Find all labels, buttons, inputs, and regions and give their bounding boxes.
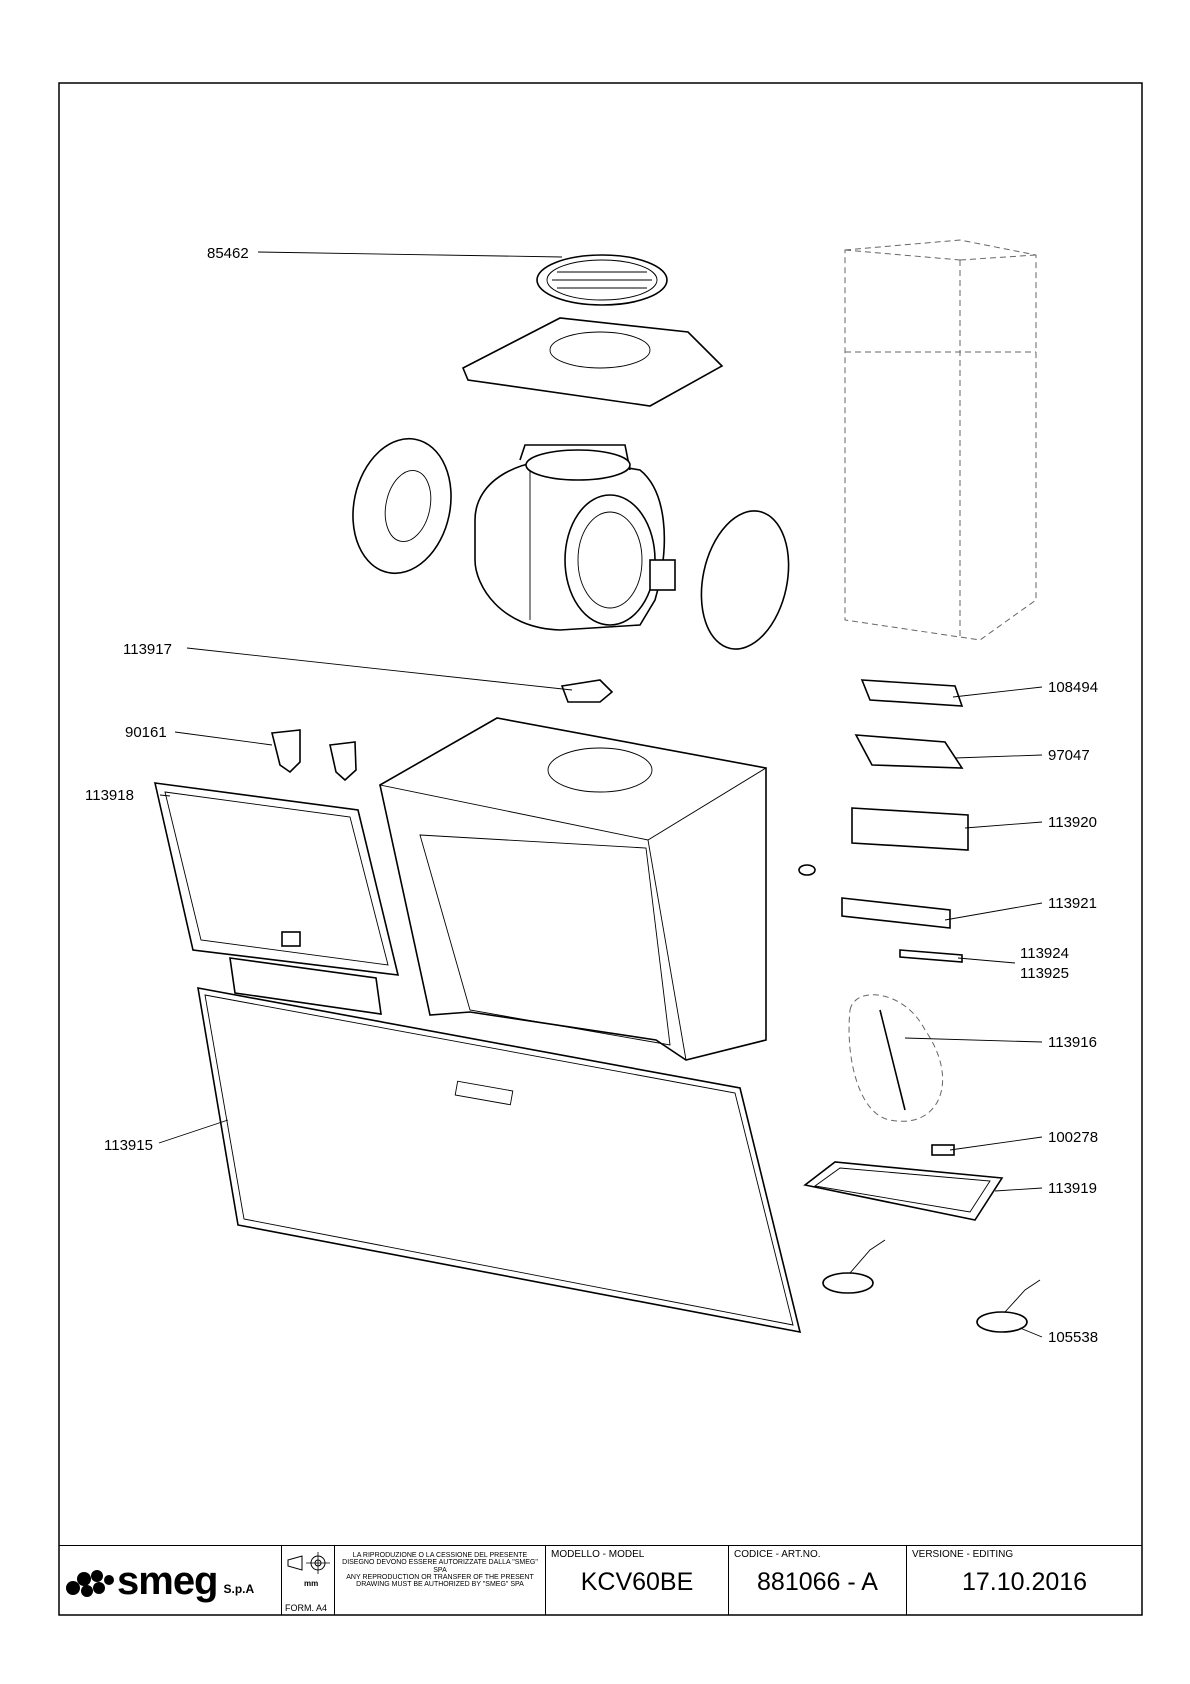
label-113918: 113918 bbox=[85, 787, 134, 804]
label-108494: 108494 bbox=[1048, 679, 1098, 696]
notice-italian: LA RIPRODUZIONE O LA CESSIONE DEL PRESEN… bbox=[342, 1552, 538, 1574]
chimney bbox=[844, 239, 1037, 641]
unit-label: mm bbox=[304, 1579, 319, 1588]
label-100278: 100278 bbox=[1048, 1129, 1098, 1146]
top-plate bbox=[461, 317, 724, 407]
logo-wordmark: smeg bbox=[117, 1558, 218, 1603]
code-cell: CODICE - ART.NO. 881066 - A bbox=[729, 1546, 907, 1615]
label-97047: 97047 bbox=[1048, 747, 1090, 764]
code-value: 881066 - A bbox=[757, 1568, 878, 1596]
title-block: smeg S.p.A mm FORM. A4 LA RIPRODUZIONE O… bbox=[59, 1545, 1142, 1615]
projection-symbol-cell: mm FORM. A4 bbox=[282, 1546, 335, 1615]
gas-strut-group bbox=[848, 994, 943, 1122]
motor-blower bbox=[474, 444, 676, 631]
form-label: FORM. A4 bbox=[285, 1603, 328, 1613]
filter-frame bbox=[153, 782, 400, 1015]
label-85462: 85462 bbox=[207, 245, 249, 262]
small-bracket bbox=[560, 679, 614, 703]
right-filter-disc bbox=[700, 510, 790, 650]
grease-filter bbox=[803, 1161, 1004, 1221]
lamp-right bbox=[976, 1279, 1041, 1333]
model-value: KCV60BE bbox=[580, 1568, 694, 1596]
model-caption: MODELLO - MODEL bbox=[551, 1549, 645, 1560]
hood-body bbox=[378, 717, 768, 1061]
label-113921: 113921 bbox=[1048, 895, 1097, 912]
control-panel bbox=[841, 897, 951, 929]
label-113915: 113915 bbox=[104, 1137, 153, 1154]
projection-symbol-icon bbox=[287, 1552, 330, 1574]
logo-suffix: S.p.A bbox=[223, 1581, 255, 1596]
model-cell: MODELLO - MODEL KCV60BE bbox=[546, 1546, 729, 1615]
left-filter-ring bbox=[352, 437, 452, 575]
label-113925: 113925 bbox=[1020, 965, 1069, 982]
lamp-left bbox=[822, 1239, 886, 1294]
version-cell: VERSIONE - EDITING 17.10.2016 bbox=[907, 1546, 1142, 1615]
drawing-frame bbox=[58, 82, 1143, 1616]
version-value: 17.10.2016 bbox=[961, 1568, 1088, 1596]
electronics-box bbox=[854, 734, 964, 769]
small-clip bbox=[931, 1144, 955, 1156]
control-housing-cover bbox=[860, 679, 964, 707]
notice-english: ANY REPRODUCTION OR TRANSFER OF THE PRES… bbox=[346, 1574, 534, 1589]
code-caption: CODICE - ART.NO. bbox=[734, 1549, 821, 1560]
hinges bbox=[271, 729, 357, 782]
label-105538: 105538 bbox=[1048, 1329, 1098, 1346]
label-113917: 113917 bbox=[123, 641, 172, 658]
round-grille bbox=[536, 254, 668, 306]
copyright-notice: LA RIPRODUZIONE O LA CESSIONE DEL PRESEN… bbox=[335, 1546, 546, 1615]
label-113916: 113916 bbox=[1048, 1034, 1097, 1051]
control-box bbox=[851, 807, 969, 851]
grommet bbox=[798, 864, 816, 876]
version-caption: VERSIONE - EDITING bbox=[912, 1549, 1014, 1560]
label-113919: 113919 bbox=[1048, 1180, 1097, 1197]
logo-dots-icon bbox=[66, 1569, 114, 1597]
small-strip bbox=[899, 949, 963, 963]
label-113920: 113920 bbox=[1048, 814, 1097, 831]
label-90161: 90161 bbox=[125, 724, 167, 741]
glass-panel bbox=[197, 987, 802, 1334]
logo-cell: smeg S.p.A bbox=[59, 1546, 282, 1615]
label-113924: 113924 bbox=[1020, 945, 1069, 962]
